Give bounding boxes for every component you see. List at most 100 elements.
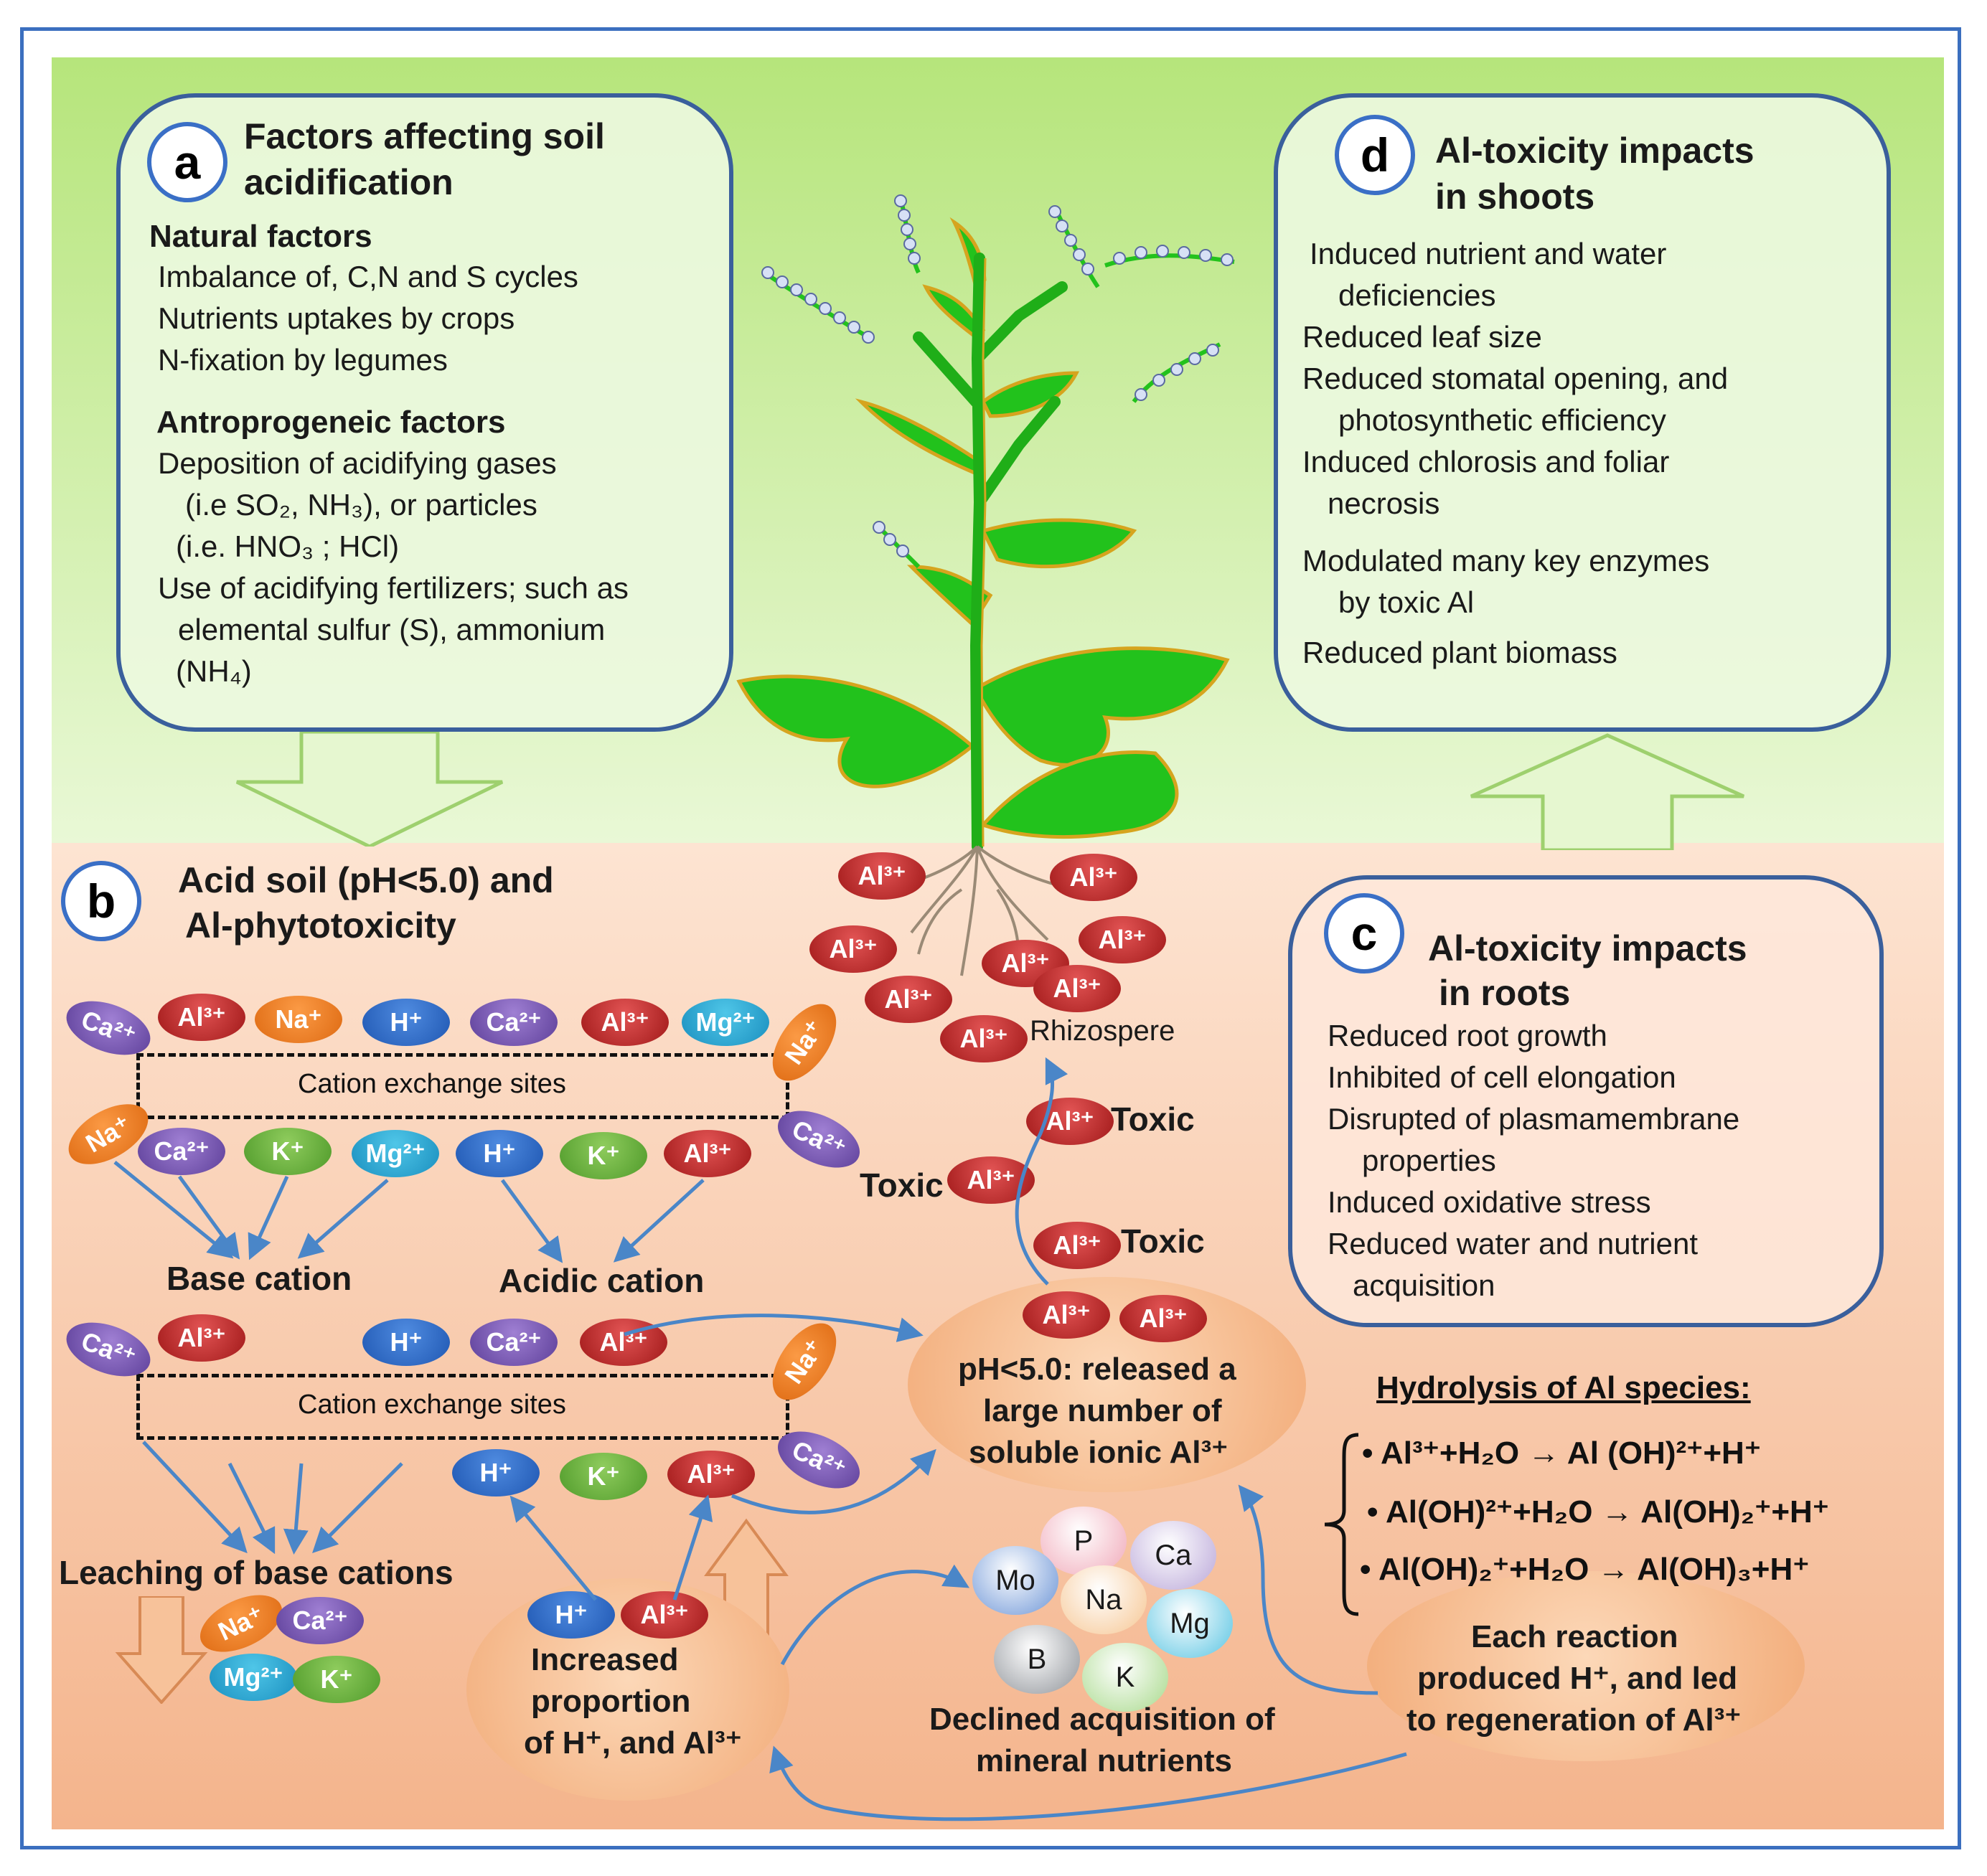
panel-a-anthro-line: Deposition of acidifying gases <box>158 446 557 480</box>
hydrolysis-note-ellipse <box>1367 1571 1805 1761</box>
ion-al: Al³⁺ <box>865 976 952 1023</box>
hydrolysis-equation: • Al(OH)₂⁺+H₂O → Al(OH)₃+H⁺ <box>1360 1552 1810 1587</box>
leaf-mid-right <box>980 518 1137 569</box>
nutrient-na: Na <box>1061 1565 1147 1634</box>
ion-ca: Ca²⁺ <box>470 999 558 1046</box>
ion-al: Al³⁺ <box>1079 916 1166 963</box>
figure-frame <box>20 27 1961 1849</box>
ion-ca: Ca²⁺ <box>276 1597 364 1644</box>
panel-d-line: deficiencies <box>1338 278 1496 312</box>
ion-mg: Mg²⁺ <box>352 1130 439 1177</box>
released-al-text: large number of <box>983 1393 1222 1428</box>
panel-a-anthro-line: elemental sulfur (S), ammonium <box>178 613 606 646</box>
panel-a-anthro-line: Use of acidifying fertilizers; such as <box>158 571 629 605</box>
panel-d-badge: d <box>1335 115 1415 195</box>
panel-c-line: acquisition <box>1353 1268 1495 1302</box>
ion-h: H⁺ <box>456 1130 543 1177</box>
panel-c-title-line1: Al-toxicity impacts <box>1428 928 1747 968</box>
ion-al: Al³⁺ <box>1033 1222 1121 1269</box>
declined-acquisition-text: Declined acquisition of <box>929 1702 1275 1737</box>
panel-c-line: Disrupted of plasmamembrane <box>1328 1102 1740 1136</box>
ion-mg: Mg²⁺ <box>210 1654 297 1701</box>
hydrolysis-title: Hydrolysis of Al species: <box>1376 1370 1751 1405</box>
ion-al: Al³⁺ <box>1033 965 1121 1012</box>
declined-acquisition-text: mineral nutrients <box>976 1743 1232 1778</box>
leaching-down-arrow <box>115 1596 208 1704</box>
ion-k: K⁺ <box>293 1656 380 1703</box>
cation-exchange-label-bottom: Cation exchange sites <box>298 1390 566 1420</box>
panel-b-title-line2: Al-phytotoxicity <box>185 905 456 946</box>
panel-d-line: necrosis <box>1328 486 1440 520</box>
nutrient-mo: Mo <box>972 1546 1058 1615</box>
hydrolysis-note-text: Each reaction <box>1471 1619 1678 1654</box>
ion-h: H⁺ <box>362 999 450 1046</box>
up-arrow-c-to-d <box>1470 733 1745 850</box>
ion-al: Al³⁺ <box>1119 1295 1207 1342</box>
hydrolysis-brace <box>1324 1433 1359 1616</box>
arrow-mg-to-base <box>297 1179 389 1259</box>
arrow-ca-to-base <box>177 1175 240 1260</box>
toxic-label: Toxic <box>860 1166 944 1204</box>
arrow-h-to-acidic <box>500 1179 563 1263</box>
released-al-text: pH<5.0: released a <box>958 1352 1236 1387</box>
panel-d-line: Induced chlorosis and foliar <box>1302 445 1670 479</box>
plant-leaves <box>736 217 1230 839</box>
ion-mg: Mg²⁺ <box>682 999 769 1046</box>
panel-d-line: photosynthetic efficiency <box>1338 403 1666 437</box>
arrow-to-al <box>672 1494 713 1601</box>
leaching-label: Leaching of base cations <box>59 1554 454 1591</box>
ion-al: Al³⁺ <box>809 925 897 973</box>
increased-proportion-text: of H⁺, and Al³⁺ <box>524 1725 742 1760</box>
panel-d-line: by toxic Al <box>1338 585 1475 619</box>
panel-a-anthro-line: (NH₄) <box>176 654 252 688</box>
nutrient-ca: Ca <box>1130 1521 1216 1590</box>
hydrolysis-equation: • Al(OH)²⁺+H₂O → Al(OH)₂⁺+H⁺ <box>1367 1494 1830 1529</box>
ion-h: H⁺ <box>452 1449 540 1496</box>
ion-al: Al³⁺ <box>1023 1291 1110 1339</box>
ion-k: K⁺ <box>560 1453 647 1500</box>
arrow-leach-3 <box>283 1463 309 1555</box>
plant-stem <box>913 253 1068 852</box>
panel-d-title-line1: Al-toxicity impacts <box>1435 131 1755 171</box>
nutrient-p: P <box>1041 1507 1127 1575</box>
down-arrow-a-to-b <box>235 732 504 847</box>
panel-d-line: Reduced leaf size <box>1302 320 1542 354</box>
increased-proportion-text: Increased <box>531 1642 679 1677</box>
panel-c-line: Induced oxidative stress <box>1328 1185 1651 1219</box>
ion-ca: Ca²⁺ <box>138 1128 225 1175</box>
ion-al: Al³⁺ <box>982 940 1069 987</box>
panel-d-box <box>1274 93 1891 732</box>
panel-d-line: Reduced stomatal opening, and <box>1302 362 1729 395</box>
ion-al: Al³⁺ <box>1026 1098 1114 1145</box>
arrow-al2-to-released <box>731 1448 936 1514</box>
ion-k: K⁺ <box>244 1128 332 1175</box>
ion-al: Al³⁺ <box>158 1314 245 1362</box>
arrow-al-to-acidic <box>613 1179 705 1263</box>
ion-h: H⁺ <box>362 1319 450 1366</box>
panel-a-natural-item: N-fixation by legumes <box>158 343 448 377</box>
panel-d-line: Modulated many key enzymes <box>1302 544 1710 578</box>
panel-a-badge: a <box>147 122 227 202</box>
nutrient-k: K <box>1082 1643 1168 1712</box>
panel-a-box <box>116 93 733 732</box>
panel-d-title-line2: in shoots <box>1435 176 1595 217</box>
arrow-to-h <box>509 1495 597 1601</box>
ion-h: H⁺ <box>527 1591 615 1639</box>
ion-ca: Ca²⁺ <box>470 1319 558 1366</box>
arrow-leach-1 <box>142 1441 248 1554</box>
arrow-note-to-released <box>1238 1484 1378 1695</box>
arrow-released-to-toxic <box>1015 1057 1068 1286</box>
panel-d-line: Reduced plant biomass <box>1302 636 1617 669</box>
panel-a-anthro-line: (i.e. HNO₃ ; HCl) <box>176 529 400 563</box>
panel-a-natural-item: Nutrients uptakes by crops <box>158 301 515 335</box>
leaf-lower-left <box>736 674 975 788</box>
panel-c-title-line2: in roots <box>1439 973 1571 1013</box>
panel-a-natural-heading: Natural factors <box>149 219 372 254</box>
ion-na: Na⁺ <box>255 996 342 1043</box>
panel-c-line: properties <box>1362 1144 1496 1177</box>
arrow-leach-2 <box>227 1462 276 1555</box>
leaf-bottom-right <box>980 750 1179 839</box>
nutrient-b: B <box>994 1625 1080 1694</box>
